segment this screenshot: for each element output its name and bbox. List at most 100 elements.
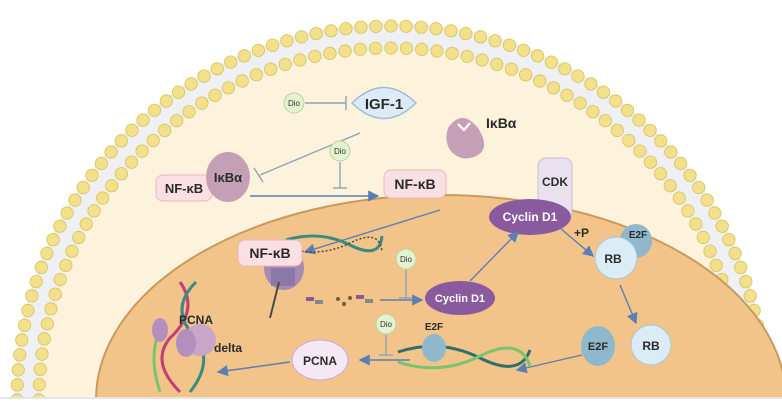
lipid-head [195,96,209,110]
lipid-head [11,363,25,377]
lipid-head [674,156,688,171]
lipid-head [11,393,23,397]
lipid-head [35,347,49,361]
igf1-label: IGF-1 [365,96,403,113]
svg-text:delta: delta [214,341,242,355]
lipid-head [72,230,86,245]
lipid-head [703,244,717,258]
lipid-head [59,258,73,272]
lipid-head [114,167,129,181]
lipid-head [171,85,186,99]
lipid-head [430,44,444,58]
lipid-head [147,103,162,117]
lipid-head [37,332,51,346]
pcna-node: PCNA [291,339,349,381]
lipid-head [265,38,280,52]
lipid-head [353,42,367,56]
lipid-head [105,179,119,193]
lipid-head [683,168,697,182]
lipid-head [573,96,587,110]
lipid-head [488,34,502,48]
lipid-head [473,30,488,44]
svg-text:CDK: CDK [542,175,568,189]
svg-text:RB: RB [642,339,660,353]
lipid-head [722,233,736,247]
lipid-head [237,49,251,63]
lipid-head [475,53,489,67]
dio-node-igf1: Dio [283,92,347,114]
lipid-head [460,49,474,63]
lipid-head [32,377,46,392]
dio-node-nfkb: Dio [329,140,351,189]
lipid-head [571,69,585,83]
igf1-receptor: IGF-1 [350,86,418,120]
lipid-head [696,230,710,245]
lipid-head [354,20,368,34]
lipid-head [309,26,323,41]
lipid-head [598,114,612,128]
cyclin-d1-nuclear: Cyclin D1 [425,281,495,315]
svg-text:Dio: Dio [380,320,393,329]
lipid-head [653,167,668,181]
lipid-head [444,24,458,38]
lipid-head [643,155,658,169]
lipid-head [369,19,383,33]
lipid-head [519,68,533,82]
lipid-head [399,41,413,55]
lipid-head [158,123,172,137]
translation-fragments [306,295,373,306]
lipid-head [338,44,352,58]
lipid-head [235,74,249,88]
lipid-head [29,274,43,289]
lipid-head [293,53,307,67]
lipid-head [159,94,173,108]
lipid-head [620,103,635,117]
lipid-head [596,85,611,99]
lipid-head [544,55,558,69]
lipid-head [210,62,224,76]
lipid-head [663,179,677,193]
lipid-head [146,133,160,148]
lipid-head [46,233,60,247]
lipid-head [85,168,99,182]
lipid-head [308,49,322,63]
lipid-head [429,22,443,36]
svg-text:Cyclin D1: Cyclin D1 [503,210,558,224]
lipid-head [18,318,32,332]
lipid-head [224,55,238,69]
lipid-head [184,77,198,91]
lipid-head [560,88,574,102]
lipid-head [632,113,646,127]
dio-node-cyclin: Dio [395,248,417,299]
lipid-head [384,41,398,55]
lipid-head [533,74,547,88]
lipid-head [34,260,48,274]
svg-text:NF-κB: NF-κB [249,245,290,261]
lipid-head [53,272,67,287]
lipid-head [221,81,236,95]
lipid-head [664,145,678,159]
lipid-head [114,134,128,148]
lipid-head [33,393,45,397]
lipid-head [633,144,647,158]
lipid-head [104,145,118,159]
lipid-head [136,113,150,127]
lipid-head [445,46,459,60]
dna-nfkb-site: NF-κB [237,234,384,319]
svg-text:RB: RB [604,252,622,266]
lipid-head [502,38,516,52]
rb-free: RB [630,324,672,366]
lipid-head [530,49,545,63]
lipid-head [33,362,47,376]
lipid-head [609,94,623,108]
lipid-head [125,123,139,137]
lipid-head [700,193,714,207]
lipid-head [68,193,82,207]
lipid-head [208,88,222,102]
lipid-head [48,287,62,301]
svg-text:+P: +P [574,226,589,240]
lipid-head [689,217,703,231]
e2f-free: E2F [581,326,615,366]
lipid-head [124,155,139,169]
